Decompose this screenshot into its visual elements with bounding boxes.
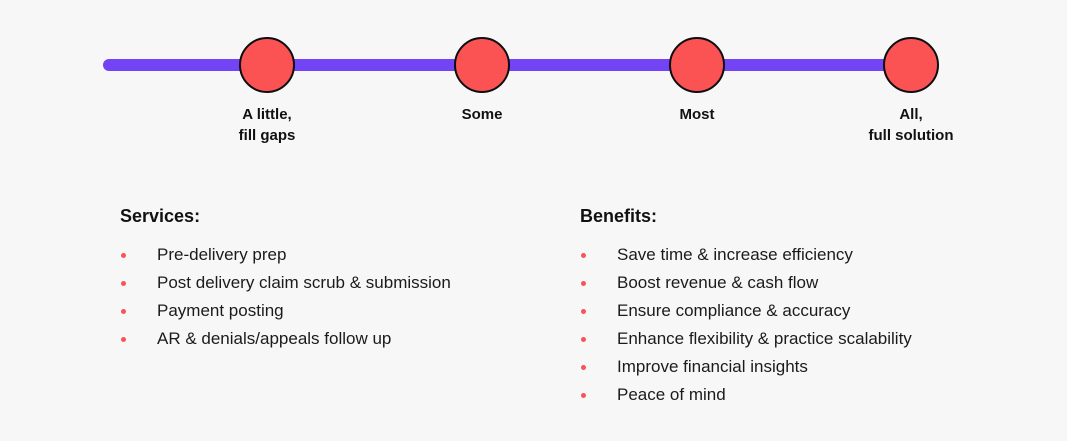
scale-label-1: A little, fill gaps (238, 106, 296, 144)
list-item-label: Payment posting (157, 301, 284, 320)
engagement-scale: A little, fill gaps Some Most All, full … (0, 0, 1067, 180)
services-list: Pre-delivery prep Post delivery claim sc… (120, 241, 560, 353)
scale-node-4[interactable] (883, 37, 939, 93)
benefits-list: Save time & increase efficiency Boost re… (580, 241, 1020, 409)
list-item: Boost revenue & cash flow (580, 269, 1020, 297)
list-item-label: Enhance flexibility & practice scalabili… (617, 329, 912, 348)
bullet-icon (581, 281, 586, 286)
list-item-label: Peace of mind (617, 385, 726, 404)
bullet-icon (581, 253, 586, 258)
scale-label-4: All, full solution (868, 106, 954, 144)
list-item-label: Post delivery claim scrub & submission (157, 273, 451, 292)
benefits-column: Benefits: Save time & increase efficienc… (580, 205, 1020, 409)
scale-label-2: Some (461, 106, 503, 123)
list-item-label: AR & denials/appeals follow up (157, 329, 392, 348)
bullet-icon (121, 281, 126, 286)
bullet-icon (581, 337, 586, 342)
bullet-icon (121, 337, 126, 342)
scale-node-3[interactable] (669, 37, 725, 93)
bullet-icon (121, 253, 126, 258)
services-heading: Services: (120, 206, 201, 226)
services-column: Services: Pre-delivery prep Post deliver… (120, 205, 560, 353)
bullet-icon (581, 309, 586, 314)
list-item: Post delivery claim scrub & submission (120, 269, 560, 297)
scale-node-2[interactable] (454, 37, 510, 93)
list-item: Payment posting (120, 297, 560, 325)
bullet-icon (581, 365, 586, 370)
bullet-icon (121, 309, 126, 314)
bullet-icon (581, 393, 586, 398)
list-item-label: Improve financial insights (617, 357, 808, 376)
list-item-label: Save time & increase efficiency (617, 245, 853, 264)
list-item: Peace of mind (580, 381, 1020, 409)
list-item: Save time & increase efficiency (580, 241, 1020, 269)
benefits-heading: Benefits: (580, 206, 658, 226)
list-item: Enhance flexibility & practice scalabili… (580, 325, 1020, 353)
list-item: Ensure compliance & accuracy (580, 297, 1020, 325)
list-item: Pre-delivery prep (120, 241, 560, 269)
list-item-label: Pre-delivery prep (157, 245, 287, 264)
list-item-label: Boost revenue & cash flow (617, 273, 819, 292)
scale-label-3: Most (679, 106, 715, 123)
list-item: AR & denials/appeals follow up (120, 325, 560, 353)
scale-node-1[interactable] (239, 37, 295, 93)
list-item: Improve financial insights (580, 353, 1020, 381)
list-item-label: Ensure compliance & accuracy (617, 301, 851, 320)
